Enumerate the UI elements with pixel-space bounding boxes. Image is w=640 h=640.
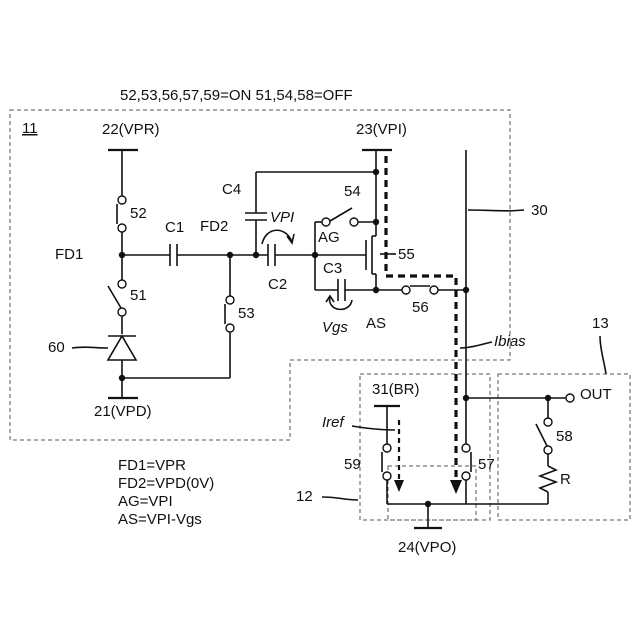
note-fd2: FD2=VPD(0V) — [118, 475, 214, 492]
switch-56-contact-left — [402, 286, 410, 294]
vgs-arrow — [330, 296, 352, 309]
switch-state-line: 52,53,56,57,59=ON 51,54,58=OFF — [120, 87, 353, 104]
switch-57-contact-top — [462, 444, 470, 452]
c1-label: C1 — [165, 219, 184, 236]
note-ag: AG=VPI — [118, 493, 173, 510]
ibias-leader — [460, 342, 492, 348]
c3-label: C3 — [323, 260, 342, 277]
switch-51-blade — [108, 286, 121, 308]
vpi-label: 23(VPI) — [356, 121, 407, 138]
output-circuit-label: 13 — [592, 315, 609, 332]
switch-56-contact-right — [430, 286, 438, 294]
photodiode-leader — [72, 347, 108, 348]
photodiode-label: 60 — [48, 339, 65, 356]
switch-59-contact-bottom — [383, 472, 391, 480]
switch-51-contact-bottom — [118, 308, 126, 316]
ibias-arrowhead — [450, 480, 462, 494]
switch-53-contact-top — [226, 296, 234, 304]
iref-leader — [352, 426, 395, 430]
switch-56-label: 56 — [412, 299, 429, 316]
photodiode-symbol — [108, 336, 136, 360]
vpo-label: 24(VPO) — [398, 539, 456, 556]
iref-arrowhead — [394, 480, 404, 492]
switch-57-label: 57 — [478, 456, 495, 473]
br-label: 31(BR) — [372, 381, 420, 398]
vpd-label: 21(VPD) — [94, 403, 152, 420]
switch-58-contact-top — [544, 418, 552, 426]
c4-label: C4 — [222, 181, 241, 198]
switch-54-contact-right — [350, 218, 358, 226]
signal-line-label: 30 — [531, 202, 548, 219]
switch-57-contact-bottom — [462, 472, 470, 480]
column-circuit-label: 12 — [296, 488, 313, 505]
fd1-label: FD1 — [55, 246, 83, 263]
vpi-node — [373, 169, 379, 175]
switch-54-label: 54 — [344, 183, 361, 200]
switch-59-contact-top — [383, 444, 391, 452]
switch-53-label: 53 — [238, 305, 255, 322]
ag-label: AG — [318, 229, 340, 246]
resistor-r-label: R — [560, 471, 571, 488]
switch-52-contact-bottom — [118, 224, 126, 232]
note-as: AS=VPI-Vgs — [118, 511, 202, 528]
switch-51-contact-top — [118, 280, 126, 288]
out-terminal — [566, 394, 574, 402]
switch-54-blade — [330, 208, 352, 221]
c2-label: C2 — [268, 276, 287, 293]
vgs-signal-label: Vgs — [322, 319, 348, 336]
switch-58-contact-bottom — [544, 446, 552, 454]
fd2-label: FD2 — [200, 218, 228, 235]
vpi-signal-label: VPI — [270, 209, 294, 226]
out-label: OUT — [580, 386, 612, 403]
column-circuit-leader — [322, 497, 358, 500]
ibias-label: Ibias — [494, 333, 526, 350]
drain-node — [373, 219, 379, 225]
switch-52-contact-top — [118, 196, 126, 204]
switch-51-label: 51 — [130, 287, 147, 304]
transistor-55-label: 55 — [398, 246, 415, 263]
output-circuit-leader — [600, 336, 606, 374]
signal-line-leader — [468, 210, 524, 211]
switch-58-blade — [536, 424, 547, 446]
switch-54-contact-left — [322, 218, 330, 226]
pixel-block-label: 11 — [22, 120, 38, 137]
switch-52-label: 52 — [130, 205, 147, 222]
as-label: AS — [366, 315, 386, 332]
resistor-r — [540, 466, 556, 492]
switch-58-label: 58 — [556, 428, 573, 445]
note-fd1: FD1=VPR — [118, 457, 186, 474]
as-node — [373, 287, 379, 293]
vpr-label: 22(VPR) — [102, 121, 160, 138]
switch-59-label: 59 — [344, 456, 361, 473]
iref-label: Iref — [322, 414, 346, 431]
switch-53-contact-bottom — [226, 324, 234, 332]
ibias-path — [386, 156, 456, 484]
